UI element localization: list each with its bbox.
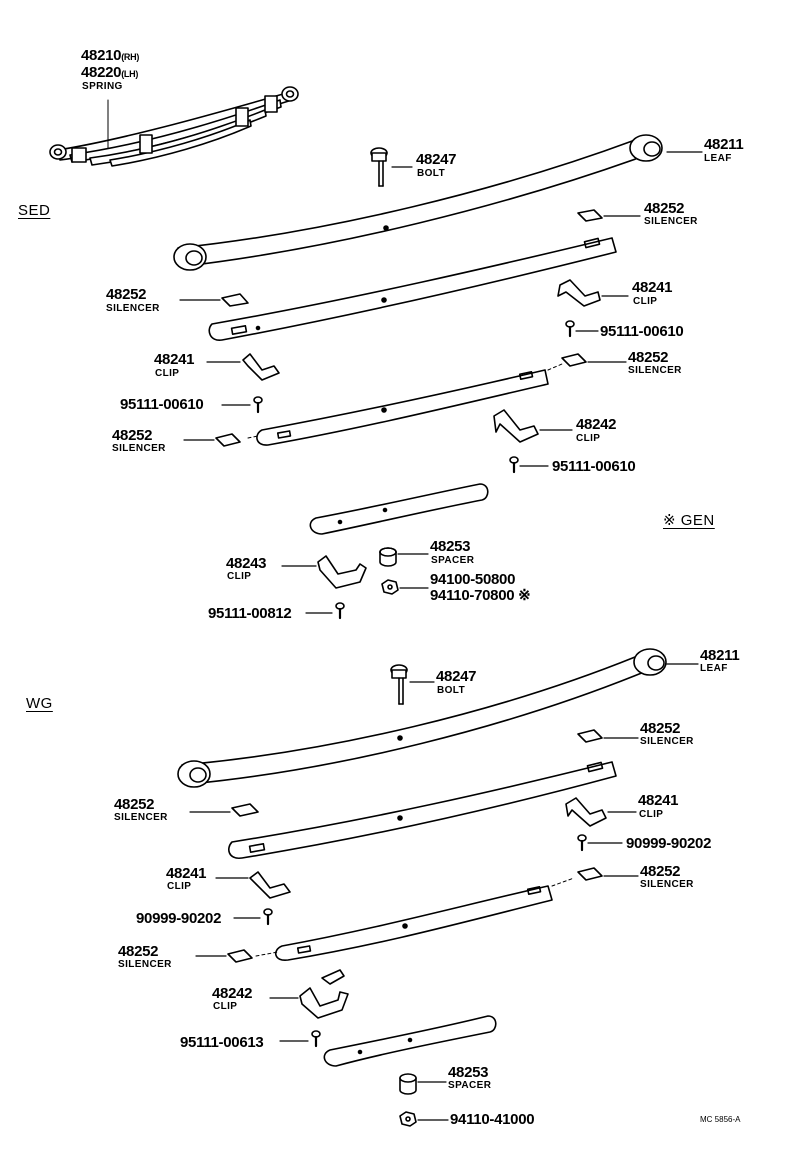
wg-screw-3-part: 95111-00613	[180, 1034, 264, 1051]
sed-screw-3-part: 95111-00610	[552, 458, 636, 475]
sed-clip-3-name: CLIP	[576, 433, 601, 444]
wg-clip-2-drawing	[215, 871, 291, 899]
wg-screw-2-drawing	[233, 908, 273, 926]
sed-clip-2-drawing	[206, 353, 280, 381]
wg-silencer-1-part: 48252	[640, 720, 681, 737]
sed-clip-4-name: CLIP	[227, 571, 252, 582]
wg-spacer-name: SPACER	[448, 1080, 492, 1091]
sed-leaf-part: 48211	[704, 136, 744, 153]
sed-screw-4-drawing	[305, 602, 345, 620]
sed-silencer-1-name: SILENCER	[644, 216, 698, 227]
wg-leaf-part: 48211	[700, 647, 740, 664]
sed-silencer-2-part: 48252	[106, 286, 147, 303]
sed-silencer-3-drawing	[561, 353, 627, 367]
wg-silencer-4-name: SILENCER	[118, 959, 172, 970]
wg-spacer-part: 48253	[448, 1064, 489, 1081]
sed-clip-3-drawing	[493, 409, 573, 443]
wg-silencer-2-part: 48252	[114, 796, 155, 813]
sed-silencer-4-part: 48252	[112, 427, 153, 444]
wg-silencer-4-drawing	[195, 949, 253, 963]
sed-silencer-2-drawing	[179, 293, 249, 307]
sed-screw-2-drawing	[221, 396, 263, 414]
wg-silencer-2-name: SILENCER	[114, 812, 168, 823]
sed-screw-4-part: 95111-00812	[208, 605, 292, 622]
sed-clip-3-part: 48242	[576, 416, 617, 433]
sed-nut-2-part: 94110-70800 ※	[430, 587, 531, 604]
spring-name: SPRING	[82, 81, 123, 92]
sed-clip-4-part: 48243	[226, 555, 267, 572]
diagram-code: MC 5856-A	[700, 1115, 741, 1124]
sed-clip-1-drawing	[557, 279, 629, 307]
wg-silencer-3-part: 48252	[640, 863, 681, 880]
wg-screw-2-part: 90999-90202	[136, 910, 222, 927]
wg-silencer-1-drawing	[577, 729, 639, 743]
wg-screw-1-part: 90999-90202	[626, 835, 712, 852]
sed-second-leaf-drawing	[208, 237, 617, 341]
spring-rh-part-number: 48210(RH)	[81, 47, 140, 64]
wg-clip-3-part: 48242	[212, 985, 253, 1002]
wg-clip-2-part: 48241	[166, 865, 207, 882]
sed-third-leaf-drawing	[247, 363, 563, 446]
sed-nut-1-part: 94100-50800	[430, 571, 516, 588]
wg-clip-2-name: CLIP	[167, 881, 192, 892]
sed-spacer-name: SPACER	[431, 555, 475, 566]
sed-silencer-4-name: SILENCER	[112, 443, 166, 454]
wg-third-leaf-drawing	[255, 877, 575, 961]
wg-leaf-name: LEAF	[700, 663, 728, 674]
sed-bolt-drawing	[370, 147, 413, 187]
spring-assembly-drawing	[49, 86, 299, 167]
wg-clip-3-name: CLIP	[213, 1001, 238, 1012]
spring-lh-part-number: 48220(LH)	[81, 64, 139, 81]
wg-clip-3-drawing	[269, 969, 349, 1019]
wg-nut-part: 94110-41000	[450, 1111, 535, 1128]
sed-screw-1-part: 95111-00610	[600, 323, 684, 340]
wg-bolt-part: 48247	[436, 668, 477, 685]
sed-clip-4-drawing	[281, 555, 367, 589]
wg-silencer-3-name: SILENCER	[640, 879, 694, 890]
wg-clip-1-name: CLIP	[639, 809, 664, 820]
sed-screw-3-drawing	[509, 456, 549, 474]
sed-clip-1-name: CLIP	[633, 296, 658, 307]
section-wg: WG	[26, 695, 53, 712]
wg-clip-1-part: 48241	[638, 792, 679, 809]
sed-silencer-3-name: SILENCER	[628, 365, 682, 376]
sed-screw-2-part: 95111-00610	[120, 396, 204, 413]
wg-bottom-plate-drawing	[323, 1015, 497, 1067]
wg-bolt-drawing	[390, 664, 435, 705]
sed-nut-drawing	[381, 579, 429, 595]
sed-clip-1-part: 48241	[632, 279, 673, 296]
wg-silencer-1-name: SILENCER	[640, 736, 694, 747]
wg-nut-drawing	[399, 1111, 449, 1127]
wg-second-leaf-drawing	[228, 761, 617, 859]
wg-screw-1-drawing	[577, 834, 623, 852]
section-sed: SED	[18, 202, 51, 219]
sed-bottom-plate-drawing	[309, 483, 489, 535]
sed-clip-2-name: CLIP	[155, 368, 180, 379]
sed-silencer-2-name: SILENCER	[106, 303, 160, 314]
wg-silencer-4-part: 48252	[118, 943, 159, 960]
wg-screw-3-drawing	[279, 1030, 321, 1048]
wg-silencer-2-drawing	[189, 803, 259, 817]
sed-silencer-1-part: 48252	[644, 200, 685, 217]
sed-spacer-drawing	[379, 547, 429, 567]
section-gen: ※ GEN	[663, 512, 715, 529]
sed-main-leaf-drawing	[173, 134, 703, 271]
wg-clip-1-drawing	[565, 797, 637, 827]
sed-clip-2-part: 48241	[154, 351, 195, 368]
sed-leaf-name: LEAF	[704, 153, 732, 164]
wg-main-leaf-drawing	[177, 648, 699, 788]
wg-silencer-3-drawing	[577, 867, 639, 881]
wg-spacer-drawing	[399, 1073, 447, 1095]
sed-bolt-part: 48247	[416, 151, 457, 168]
sed-silencer-4-drawing	[183, 433, 241, 447]
sed-silencer-3-part: 48252	[628, 349, 669, 366]
sed-silencer-1-drawing	[577, 209, 641, 222]
sed-screw-1-drawing	[565, 320, 599, 338]
spring-rh-suffix: (RH)	[121, 52, 140, 62]
spring-lh-suffix: (LH)	[121, 69, 139, 79]
sed-bolt-name: BOLT	[417, 168, 446, 179]
sed-spacer-part: 48253	[430, 538, 471, 555]
wg-bolt-name: BOLT	[437, 685, 466, 696]
